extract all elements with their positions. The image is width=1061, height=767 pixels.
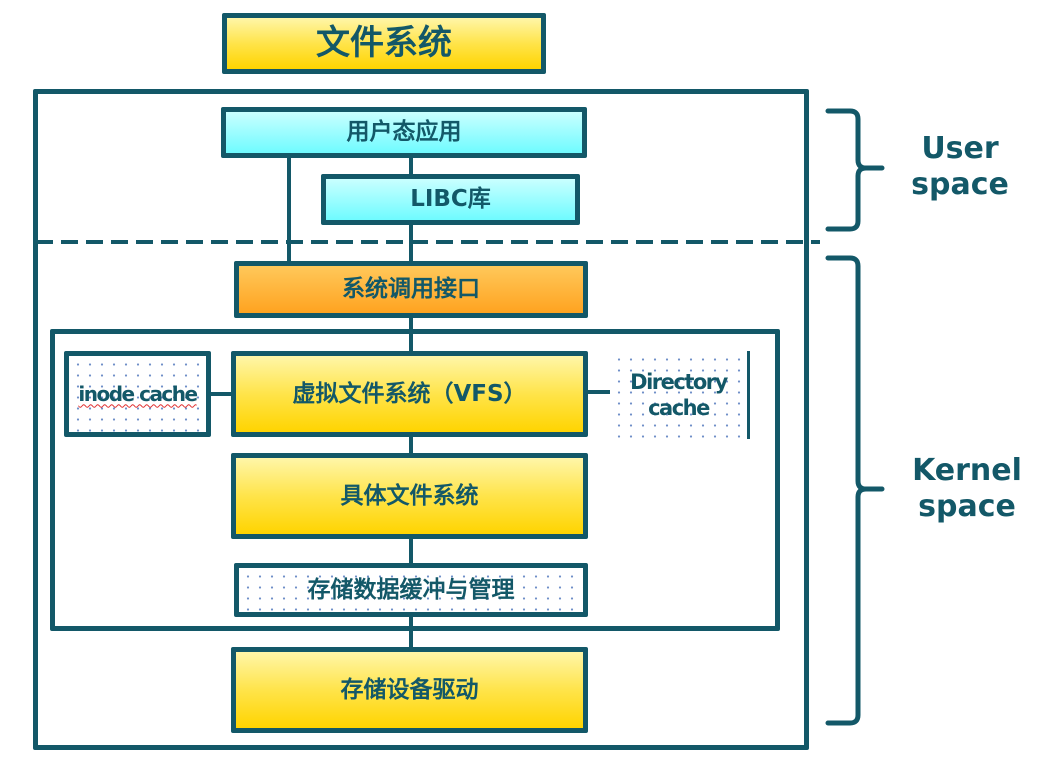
- inode-cache-label: inode cache: [78, 381, 198, 406]
- diagram-title-text: 文件系统: [316, 22, 452, 63]
- buffer-management-box: 存储数据缓冲与管理: [234, 563, 588, 617]
- directory-cache-label-line1: Directory: [630, 369, 728, 394]
- user-app-label: 用户态应用: [346, 119, 462, 146]
- kernel-space-label-line1: Kernel: [912, 453, 1022, 488]
- user-kernel-boundary: [36, 240, 820, 244]
- user-space-label-line1: User: [921, 131, 999, 166]
- filesystem-layer-frame: [50, 329, 780, 631]
- inode-cache-box: inode cache: [64, 351, 211, 437]
- connector-buffer-to-driver: [409, 614, 413, 650]
- connector-concrete-to-buffer: [409, 536, 413, 566]
- kernel-space-label: Kernel space: [897, 453, 1037, 525]
- connector-syscall-to-vfs: [409, 315, 413, 353]
- concrete-filesystem-label: 具体文件系统: [340, 482, 479, 509]
- connector-vfs-to-concrete: [409, 434, 413, 456]
- libc-label: LIBC库: [410, 186, 491, 213]
- libc-box: LIBC库: [321, 174, 580, 225]
- system-frame: [33, 89, 809, 750]
- concrete-filesystem-box: 具体文件系统: [231, 453, 588, 539]
- user-space-label: User space: [895, 131, 1025, 203]
- device-driver-label: 存储设备驱动: [340, 676, 479, 703]
- connector-inode-to-vfs: [208, 392, 236, 396]
- kernel-space-label-line2: space: [918, 489, 1016, 524]
- device-driver-box: 存储设备驱动: [231, 647, 588, 733]
- user-space-brace-icon: [825, 108, 885, 232]
- diagram-title: 文件系统: [222, 13, 546, 74]
- directory-cache-box: Directory cache: [610, 351, 750, 439]
- user-space-label-line2: space: [911, 167, 1009, 202]
- connector-app-to-syscall: [287, 155, 291, 265]
- vfs-label: 虚拟文件系统（VFS）: [292, 380, 527, 407]
- directory-cache-label-line2: cache: [648, 396, 710, 420]
- user-app-box: 用户态应用: [221, 107, 587, 158]
- syscall-interface-label: 系统调用接口: [342, 276, 480, 303]
- syscall-interface-box: 系统调用接口: [234, 261, 588, 318]
- buffer-management-label: 存储数据缓冲与管理: [307, 576, 515, 603]
- connector-app-to-libc: [409, 155, 413, 177]
- kernel-space-brace-icon: [825, 255, 885, 726]
- connector-libc-to-syscall: [409, 222, 413, 264]
- connector-vfs-to-dentry: [584, 390, 612, 394]
- vfs-box: 虚拟文件系统（VFS）: [231, 351, 588, 437]
